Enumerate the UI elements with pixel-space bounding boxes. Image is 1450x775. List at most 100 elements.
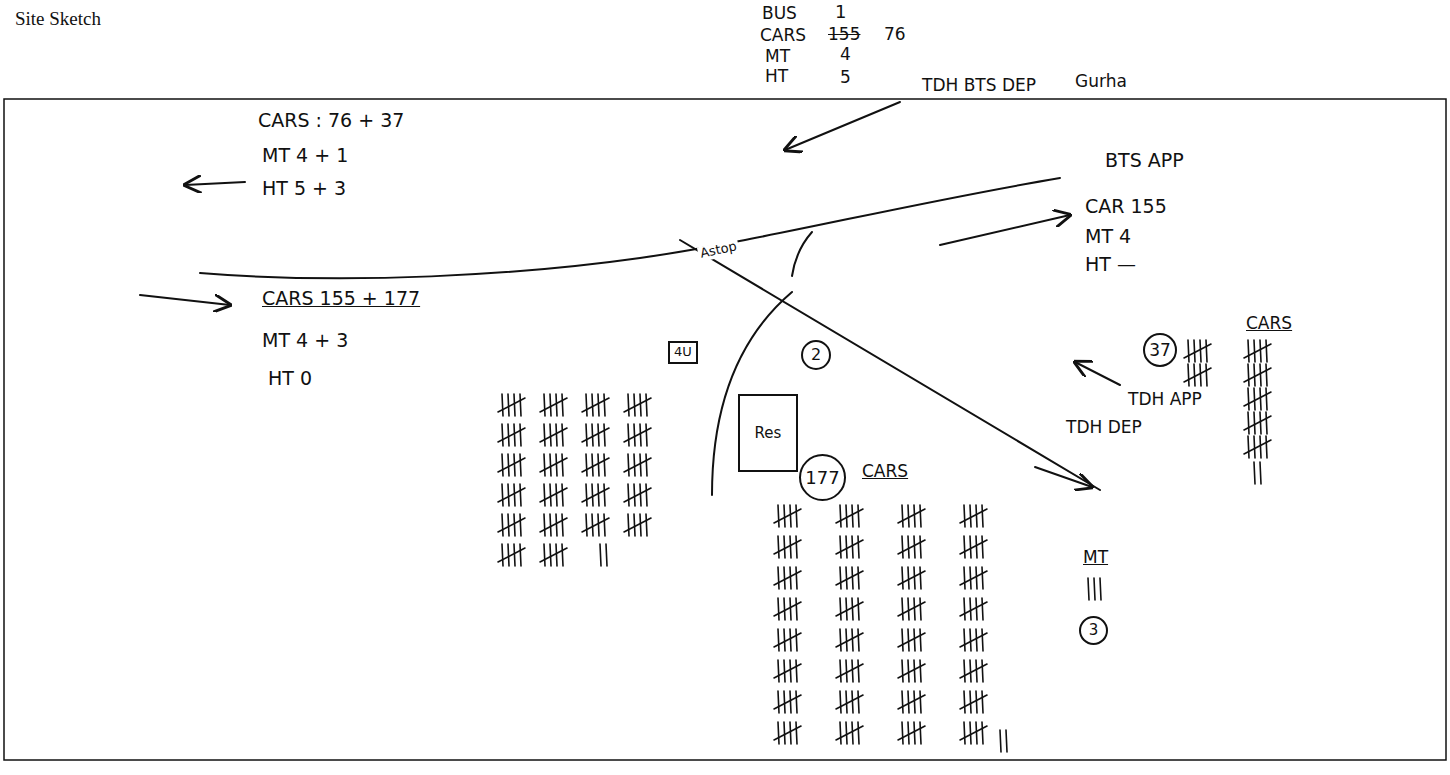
tally-stroke — [778, 660, 779, 682]
tally-stroke — [784, 598, 785, 620]
tally-stroke — [960, 509, 987, 523]
tally-marks — [498, 340, 1271, 752]
tally-stroke — [628, 514, 629, 536]
tally-stroke — [1200, 340, 1201, 362]
tally-stroke — [550, 544, 551, 566]
tally-stroke — [840, 567, 841, 589]
tally-stroke — [1094, 578, 1095, 600]
flow-arrow — [1075, 362, 1120, 385]
tally-stroke — [502, 544, 503, 566]
tally-stroke — [498, 458, 525, 472]
tally-stroke — [774, 540, 801, 554]
tally-stroke — [960, 664, 987, 678]
tally-stroke — [544, 514, 545, 536]
tally-stroke — [840, 722, 841, 744]
tally-stroke — [1260, 462, 1261, 484]
tally-stroke — [586, 394, 587, 416]
tally-stroke — [556, 424, 557, 446]
tally-stroke — [544, 544, 545, 566]
tally-stroke — [1244, 392, 1271, 406]
tally-stroke — [920, 505, 921, 527]
callout-circle: 3 — [1079, 616, 1108, 645]
tally-stroke — [836, 695, 863, 709]
tally-stroke — [1254, 388, 1255, 410]
tally-stroke — [582, 518, 609, 532]
tally-stroke — [970, 598, 971, 620]
tally-stroke — [778, 505, 779, 527]
main-road — [200, 178, 1060, 278]
tally-stroke — [592, 514, 593, 536]
road-edge — [792, 232, 812, 276]
tally-stroke — [858, 505, 859, 527]
tally-stroke — [898, 602, 925, 616]
tally-stroke — [836, 540, 863, 554]
tally-stroke — [520, 514, 521, 536]
tally-stroke — [628, 484, 629, 506]
tally-stroke — [514, 514, 515, 536]
tally-stroke — [784, 691, 785, 713]
tally-stroke — [1194, 364, 1195, 386]
tally-stroke — [556, 484, 557, 506]
tally-stroke — [774, 602, 801, 616]
tally-stroke — [598, 514, 599, 536]
tally-stroke — [852, 691, 853, 713]
tally-stroke — [498, 398, 525, 412]
tally-stroke — [586, 514, 587, 536]
tally-stroke — [840, 660, 841, 682]
tally-stroke — [598, 454, 599, 476]
tally-stroke — [920, 536, 921, 558]
tally-stroke — [790, 629, 791, 651]
count-note: HT 5 + 3 — [262, 178, 346, 200]
tally-stroke — [544, 484, 545, 506]
tally-stroke — [778, 722, 779, 744]
tally-stroke — [784, 505, 785, 527]
tally-stroke — [982, 536, 983, 558]
tally-stroke — [502, 394, 503, 416]
tally-stroke — [628, 394, 629, 416]
tally-stroke — [604, 394, 605, 416]
count-note: CAR 155 — [1085, 196, 1167, 218]
tally-stroke — [646, 514, 647, 536]
tally-stroke — [964, 660, 965, 682]
tally-stroke — [1244, 440, 1271, 454]
tally-stroke — [846, 722, 847, 744]
tally-stroke — [840, 629, 841, 651]
tally-stroke — [898, 571, 925, 585]
tally-stroke — [586, 454, 587, 476]
tally-stroke — [982, 691, 983, 713]
flow-arrow — [185, 182, 245, 185]
tally-stroke — [852, 722, 853, 744]
count-note: MT — [765, 47, 790, 67]
count-note: HT 0 — [268, 368, 312, 390]
tally-stroke — [514, 454, 515, 476]
tally-stroke — [858, 598, 859, 620]
tally-stroke — [920, 660, 921, 682]
tally-stroke — [562, 544, 563, 566]
tally-stroke — [778, 598, 779, 620]
tally-stroke — [774, 695, 801, 709]
tally-stroke — [646, 454, 647, 476]
tally-stroke — [836, 633, 863, 647]
tally-stroke — [540, 428, 567, 442]
tally-stroke — [1188, 364, 1189, 386]
tally-stroke — [970, 722, 971, 744]
flow-arrow — [940, 215, 1070, 245]
tally-stroke — [498, 488, 525, 502]
tally-stroke — [976, 629, 977, 651]
tally-stroke — [1088, 578, 1089, 600]
tally-stroke — [1260, 436, 1261, 458]
tally-stroke — [914, 722, 915, 744]
flow-arrow — [140, 295, 230, 305]
node-text: 37 — [1149, 341, 1171, 360]
tally-stroke — [858, 722, 859, 744]
tally-stroke — [898, 540, 925, 554]
tally-stroke — [1254, 436, 1255, 458]
tally-stroke — [976, 536, 977, 558]
tally-stroke — [790, 660, 791, 682]
tally-stroke — [562, 454, 563, 476]
tally-stroke — [1266, 412, 1267, 434]
count-note: TDH DEP — [1066, 418, 1142, 438]
tally-stroke — [556, 544, 557, 566]
tally-stroke — [1260, 340, 1261, 362]
tally-stroke — [540, 488, 567, 502]
